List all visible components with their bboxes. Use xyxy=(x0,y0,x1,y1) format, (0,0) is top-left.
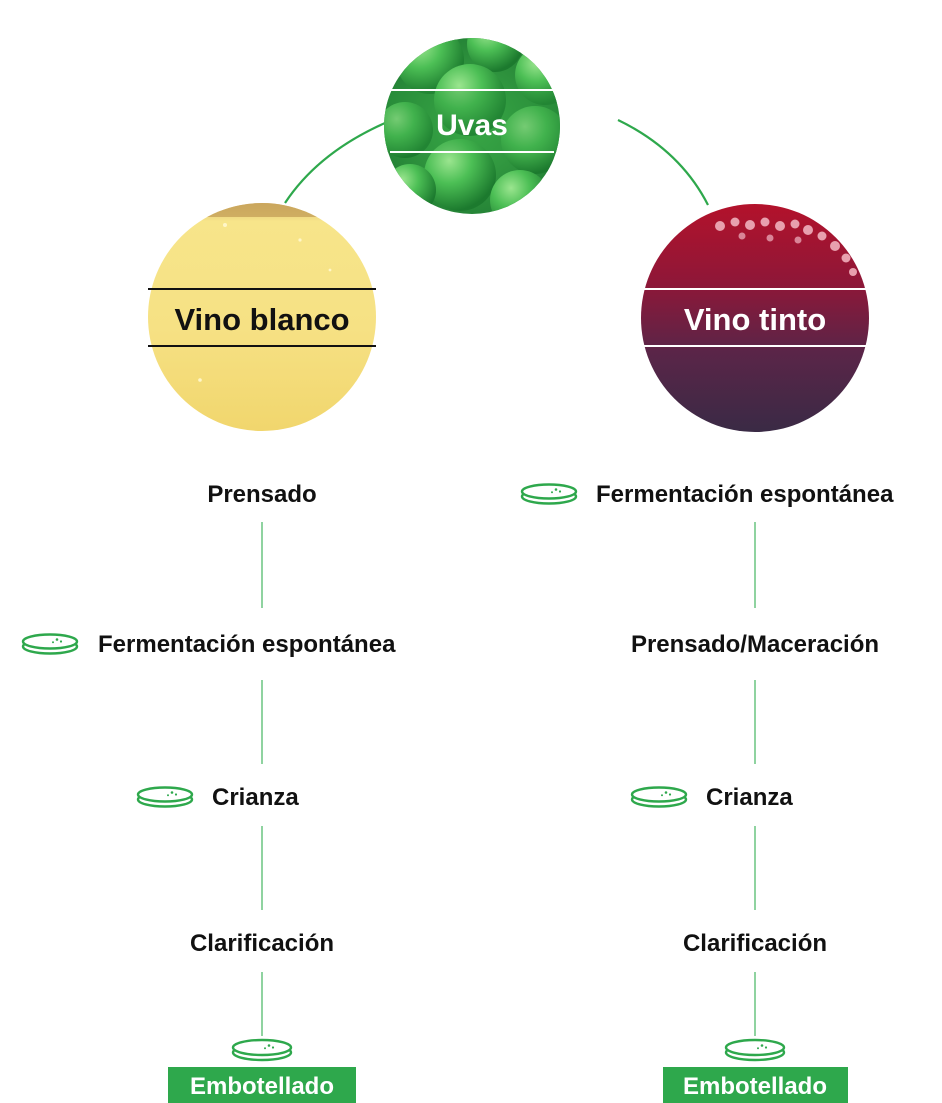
white-step-2: Fermentación espontánea xyxy=(21,631,396,658)
white-step-1-label: Prensado xyxy=(207,481,316,508)
uvas-node: Uvas xyxy=(384,38,560,214)
connector-uvas-to-white xyxy=(284,118,393,204)
white-final-label: Embotellado xyxy=(190,1073,334,1100)
white-step-4-label: Clarificación xyxy=(190,930,334,957)
white-step-3-label: Crianza xyxy=(212,784,299,811)
petri-dish-icon xyxy=(136,786,194,808)
connector-uvas-to-red xyxy=(617,119,709,206)
red-step-1: Fermentación espontánea xyxy=(520,481,894,508)
petri-dish-icon xyxy=(724,1038,786,1062)
white-step-2-label: Fermentación espontánea xyxy=(98,631,396,658)
red-final-label: Embotellado xyxy=(683,1073,827,1100)
red-step-1-label: Fermentación espontánea xyxy=(596,481,894,508)
red-step-3-label: Crianza xyxy=(706,784,793,811)
red-step-3: Crianza xyxy=(630,784,793,811)
red-step-2-label: Prensado/Maceración xyxy=(631,631,879,658)
petri-dish-icon xyxy=(231,1038,293,1062)
red-step-4: Clarificación xyxy=(683,930,827,957)
red-step-2: Prensado/Maceración xyxy=(631,631,879,658)
white-step-4: Clarificación xyxy=(190,930,334,957)
petri-dish-icon xyxy=(21,633,79,655)
red-wine-label: Vino tinto xyxy=(684,302,826,337)
white-final-step: Embotellado xyxy=(168,1038,356,1103)
red-step-4-label: Clarificación xyxy=(683,930,827,957)
red-final-badge xyxy=(663,1067,848,1103)
uvas-label: Uvas xyxy=(436,109,508,142)
white-step-3: Crianza xyxy=(136,784,299,811)
white-final-badge xyxy=(168,1067,356,1103)
petri-dish-icon xyxy=(520,483,578,505)
white-wine-node: Vino blanco xyxy=(148,203,376,431)
red-wine-image xyxy=(641,204,869,432)
petri-dish-icon xyxy=(630,786,688,808)
white-step-1: Prensado xyxy=(207,481,316,508)
red-final-step: Embotellado xyxy=(663,1038,848,1103)
white-wine-label: Vino blanco xyxy=(174,302,349,337)
red-wine-node: Vino tinto xyxy=(641,204,869,432)
